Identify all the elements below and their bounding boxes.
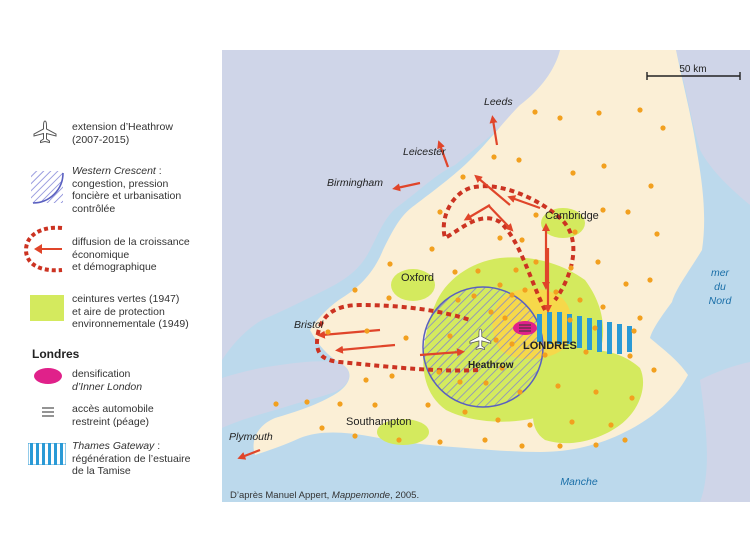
scale-label: 50 km <box>679 64 706 75</box>
toll-access-swatch <box>42 407 54 417</box>
label-londres: LONDRES <box>523 340 577 352</box>
label-sea-mer: mer <box>711 267 730 279</box>
green-belt-oxford <box>391 269 435 301</box>
label-plymouth: Plymouth <box>229 431 273 443</box>
legend-diffusion-text: diffusion de la croissance économique et… <box>72 236 190 273</box>
label-heathrow: Heathrow <box>468 360 514 371</box>
legend-access-text: accès automobile restreint (péage) <box>72 403 154 428</box>
label-leicester: Leicester <box>403 146 446 158</box>
growth-arrows <box>237 115 552 460</box>
legend-densification-text: densification d’Inner London <box>72 368 143 393</box>
land-cornwall <box>222 361 350 428</box>
label-sea-du: du <box>714 281 726 293</box>
toll-zone-marker <box>519 324 531 332</box>
label-manche: Manche <box>560 476 598 488</box>
legend-crescent-text: Western Crescent : congestion, pression … <box>72 165 182 215</box>
label-leeds: Leeds <box>484 96 513 108</box>
heathrow-airplane-icon <box>469 328 492 350</box>
thames-gateway-swatch <box>28 443 66 465</box>
label-cambridge: Cambridge <box>545 210 599 222</box>
land-france <box>700 362 750 502</box>
label-bristol: Bristol <box>294 319 324 331</box>
land-europe <box>676 50 750 205</box>
towns <box>273 107 666 449</box>
legend-gateway-text: Thames Gateway : régénération de l’estua… <box>72 440 191 477</box>
source-credit: D’après Manuel Appert, Mappemonde, 2005. <box>230 490 420 501</box>
scale-bar <box>646 72 741 80</box>
diffusion-swatch <box>23 225 63 273</box>
legend: extension d’Heathrow (2007-2015) Western… <box>0 0 222 537</box>
legend-green-text: ceintures vertes (1947) et aire de prote… <box>72 293 189 330</box>
densification-swatch <box>34 368 62 384</box>
airplane-icon <box>33 120 57 144</box>
green-belt-southampton <box>377 419 429 445</box>
green-belt-swatch <box>30 295 64 321</box>
label-birmingham: Birmingham <box>327 177 383 189</box>
land-north-wales <box>222 50 560 360</box>
label-sea-nord: Nord <box>709 295 733 307</box>
label-oxford: Oxford <box>401 272 434 284</box>
legend-london-title: Londres <box>32 347 80 361</box>
map: 50 km Leeds Leicester Birmingham Cambrid… <box>222 50 750 502</box>
legend-heathrow-text: extension d’Heathrow (2007-2015) <box>72 121 173 146</box>
green-belt-south <box>533 349 644 444</box>
thames-gateway <box>537 312 632 354</box>
western-crescent-swatch <box>31 171 64 204</box>
label-southampton: Southampton <box>346 416 411 428</box>
